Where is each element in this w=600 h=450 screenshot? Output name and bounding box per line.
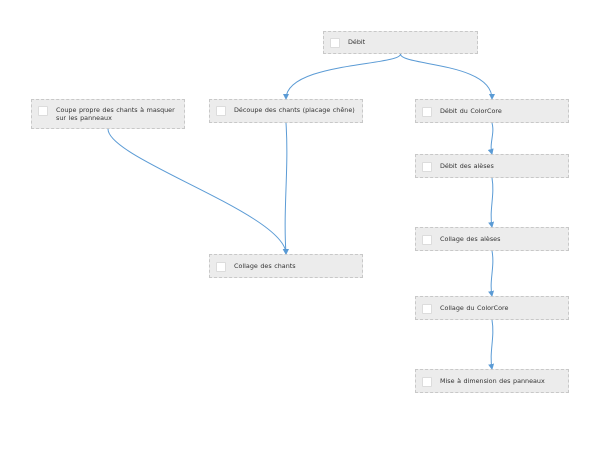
- node-checkbox-icon: [216, 106, 226, 116]
- edge-debit-aleses-to-collage-aleses: [488, 177, 495, 228]
- node-label: Collage des chants: [234, 262, 296, 270]
- node-label: Collage des alèses: [440, 235, 501, 243]
- node-checkbox-icon: [422, 162, 432, 172]
- node-debit-colorcore[interactable]: Débit du ColorCore: [415, 99, 569, 123]
- edge-debit-to-decoupe-chants: [283, 53, 401, 100]
- node-debit-aleses[interactable]: Débit des alèses: [415, 154, 569, 178]
- edge-debit-colorcore-to-debit-aleses: [487, 122, 494, 155]
- node-checkbox-icon: [330, 38, 340, 48]
- node-label: Mise à dimension des panneaux: [440, 377, 545, 385]
- edge-debit-to-debit-colorcore: [400, 53, 495, 100]
- node-debit[interactable]: Débit: [323, 31, 478, 54]
- node-label: Découpe des chants (placage chêne): [234, 106, 355, 114]
- edge-decoupe-chants-to-collage-chants: [282, 122, 289, 255]
- node-checkbox-icon: [38, 106, 48, 116]
- node-label: Débit des alèses: [440, 162, 494, 170]
- edge-coupe-propre-to-collage-chants: [107, 128, 289, 255]
- node-decoupe-chants[interactable]: Découpe des chants (placage chêne): [209, 99, 363, 123]
- node-collage-colorcore[interactable]: Collage du ColorCore: [415, 296, 569, 320]
- node-checkbox-icon: [422, 235, 432, 245]
- node-label: Débit: [348, 38, 366, 46]
- node-mise-dimension[interactable]: Mise à dimension des panneaux: [415, 369, 569, 393]
- node-collage-aleses[interactable]: Collage des alèses: [415, 227, 569, 251]
- node-checkbox-icon: [422, 304, 432, 314]
- node-collage-chants[interactable]: Collage des chants: [209, 254, 363, 278]
- edge-collage-aleses-to-collage-colorcore: [488, 250, 495, 297]
- node-checkbox-icon: [422, 377, 432, 387]
- edge-collage-colorcore-to-mise-dimension: [488, 319, 495, 370]
- node-label: Coupe propre des chants à masquer sur le…: [56, 106, 175, 122]
- node-coupe-propre[interactable]: Coupe propre des chants à masquer sur le…: [31, 99, 185, 129]
- node-checkbox-icon: [422, 107, 432, 117]
- node-checkbox-icon: [216, 262, 226, 272]
- node-label: Débit du ColorCore: [440, 107, 502, 115]
- node-label: Collage du ColorCore: [440, 304, 509, 312]
